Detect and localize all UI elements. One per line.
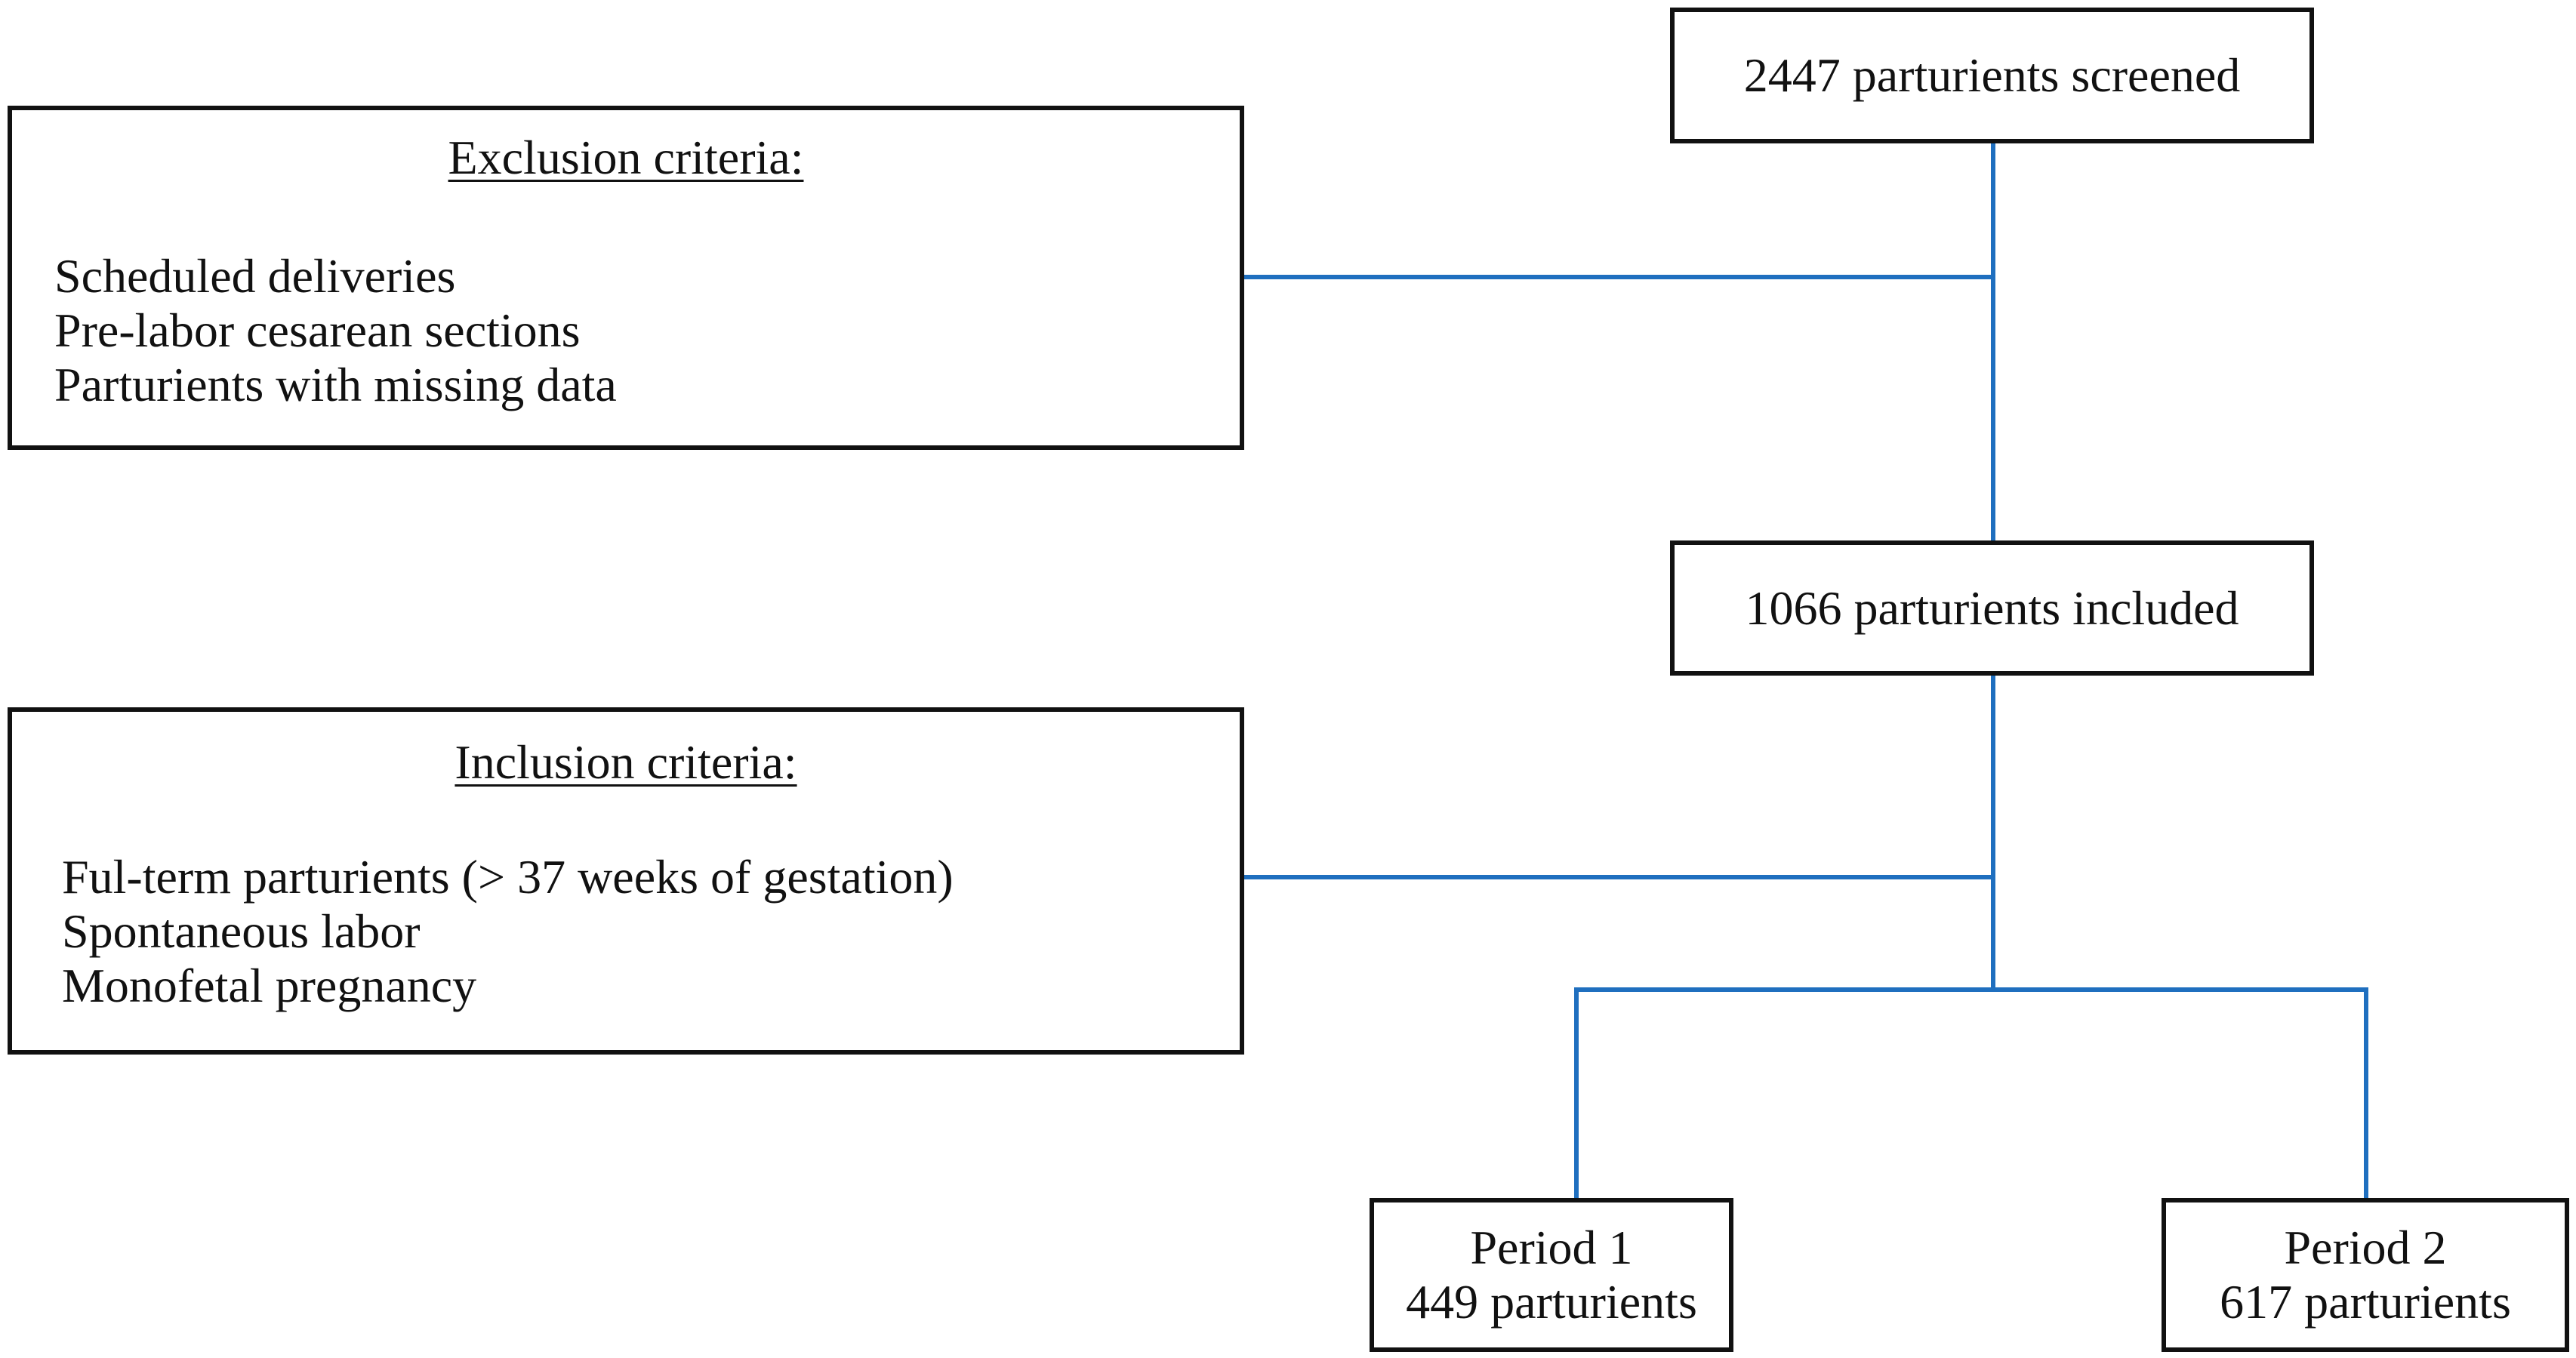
inclusion-item: Monofetal pregnancy	[62, 959, 477, 1012]
screened-text: 2447 parturients screened	[1743, 48, 2241, 102]
period2-box: Period 2 617 parturients	[2162, 1198, 2569, 1352]
period1-count: 449 parturients	[1406, 1275, 1697, 1329]
inclusion-item: Spontaneous labor	[62, 904, 421, 958]
exclusion-item: Parturients with missing data	[54, 358, 617, 411]
period1-label: Period 1	[1470, 1221, 1633, 1274]
exclusion-item: Pre-labor cesarean sections	[54, 303, 581, 357]
exclusion-criteria-box: Exclusion criteria: Scheduled deliveries…	[8, 106, 1244, 450]
inclusion-criteria-box: Inclusion criteria: Ful-term parturients…	[8, 707, 1244, 1055]
included-box: 1066 parturients included	[1670, 540, 2314, 676]
included-text: 1066 parturients included	[1745, 580, 2239, 635]
exclusion-criteria-title: Exclusion criteria:	[448, 131, 804, 184]
period2-label: Period 2	[2284, 1221, 2447, 1274]
exclusion-criteria-list: Scheduled deliveries Pre-labor cesarean …	[54, 249, 617, 412]
inclusion-criteria-title: Inclusion criteria:	[454, 735, 797, 789]
period2-count: 617 parturients	[2220, 1275, 2511, 1329]
exclusion-item: Scheduled deliveries	[54, 249, 456, 303]
inclusion-criteria-list: Ful-term parturients (> 37 weeks of gest…	[62, 850, 954, 1013]
screened-box: 2447 parturients screened	[1670, 8, 2314, 143]
inclusion-item: Ful-term parturients (> 37 weeks of gest…	[62, 850, 954, 904]
period1-box: Period 1 449 parturients	[1370, 1198, 1733, 1352]
